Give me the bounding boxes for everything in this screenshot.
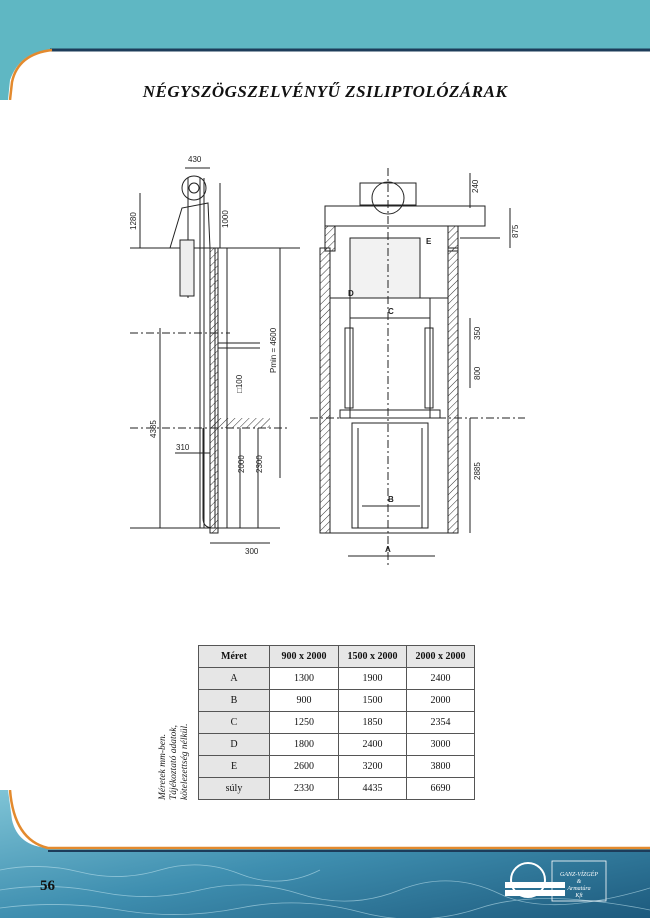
letter-B: B: [388, 495, 394, 504]
table-header-cell: 900 x 2000: [269, 645, 339, 668]
table-cell: 4435: [338, 777, 407, 800]
units-note: Méretek mm-ben. Tájékoztató adatok, köte…: [158, 680, 191, 801]
dim-pmin: Pmin = 4600: [269, 327, 278, 373]
table-row-label: A: [198, 667, 270, 690]
table-cell: 1900: [338, 667, 407, 690]
letter-C: C: [388, 307, 394, 316]
table-row: B 900 1500 2000: [198, 689, 475, 712]
table-cell: 6690: [406, 777, 475, 800]
dim-1280: 1280: [130, 212, 138, 230]
table-row-label: B: [198, 689, 270, 712]
dim-4385: 4385: [149, 420, 158, 438]
table-row: A 1300 1900 2400: [198, 667, 475, 690]
dim-800: 800: [473, 366, 482, 380]
table-row: C 1250 1850 2354: [198, 711, 475, 734]
logo-line: Kft: [575, 893, 583, 899]
table-cell: 2000: [406, 689, 475, 712]
table-row-label: E: [198, 755, 270, 778]
table-cell: 1850: [338, 711, 407, 734]
table-row: D 1800 2400 3000: [198, 733, 475, 756]
table-cell: 1250: [269, 711, 339, 734]
dim-310: 310: [176, 443, 190, 452]
side-view: [130, 167, 300, 544]
footer-band: [0, 790, 650, 918]
table-cell: 3800: [406, 755, 475, 778]
dim-430: 430: [188, 155, 202, 164]
front-view-labels: A B C D E: [348, 237, 432, 554]
front-view: [310, 168, 525, 568]
dim-2885: 2885: [473, 462, 482, 480]
table-cell: 2400: [338, 733, 407, 756]
table-cell: 2354: [406, 711, 475, 734]
letter-E: E: [426, 237, 432, 246]
dim-350: 350: [473, 326, 482, 340]
table-cell: 1500: [338, 689, 407, 712]
technical-drawing: 430 1280 1000 Pmin = 4600 □100 4385 310 …: [130, 155, 525, 568]
logo-line: &: [576, 879, 582, 885]
logo-line: Armatúra: [567, 886, 591, 892]
table-cell: 3000: [406, 733, 475, 756]
table-header-cell: Méret: [198, 645, 270, 668]
dim-2300: 2300: [255, 455, 264, 473]
letter-D: D: [348, 289, 354, 298]
table-cell: 2600: [269, 755, 339, 778]
logo-line: GANZ-VÍZGÉP: [560, 872, 598, 878]
dim-1000: 1000: [221, 210, 230, 228]
front-view-dims: 240 875 350 800 2885: [471, 179, 520, 480]
table-cell: 3200: [338, 755, 407, 778]
page-number: 56: [40, 878, 55, 894]
size-table-wrap: Méret 900 x 2000 1500 x 2000 2000 x 2000…: [198, 645, 475, 800]
table-cell: 2330: [269, 777, 339, 800]
table-cell: 900: [269, 689, 339, 712]
logo-text: GANZ-VÍZGÉP & Armatúra Kft: [553, 872, 605, 900]
units-note-line: Tájékoztató adatok,: [169, 725, 179, 800]
letter-A: A: [385, 545, 391, 554]
units-note-line: kötelezettség nélkül.: [180, 723, 190, 801]
table-header-cell: 1500 x 2000: [338, 645, 407, 668]
page-title: NÉGYSZÖGSZELVÉNYŰ ZSILIPTOLÓZÁRAK: [142, 82, 508, 101]
dim-240: 240: [471, 179, 480, 193]
table-header-row: Méret 900 x 2000 1500 x 2000 2000 x 2000: [198, 645, 475, 668]
table-cell: 2400: [406, 667, 475, 690]
table-row-label: C: [198, 711, 270, 734]
dim-2000: 2000: [237, 455, 246, 473]
units-note-line: Méretek mm-ben.: [158, 733, 168, 800]
header-band: [0, 0, 650, 100]
table-cell: 1800: [269, 733, 339, 756]
table-row: súly 2330 4435 6690: [198, 777, 475, 800]
side-view-dims: 430 1280 1000 Pmin = 4600 □100 4385 310 …: [130, 155, 278, 556]
table-row: E 2600 3200 3800: [198, 755, 475, 778]
table-row-label: súly: [198, 777, 270, 800]
size-table: Méret 900 x 2000 1500 x 2000 2000 x 2000…: [198, 645, 475, 800]
table-row-label: D: [198, 733, 270, 756]
dim-300: 300: [245, 547, 259, 556]
table-header-cell: 2000 x 2000: [406, 645, 475, 668]
table-cell: 1300: [269, 667, 339, 690]
dim-100: □100: [235, 374, 244, 393]
dim-875: 875: [511, 224, 520, 238]
company-logo: [505, 860, 607, 902]
